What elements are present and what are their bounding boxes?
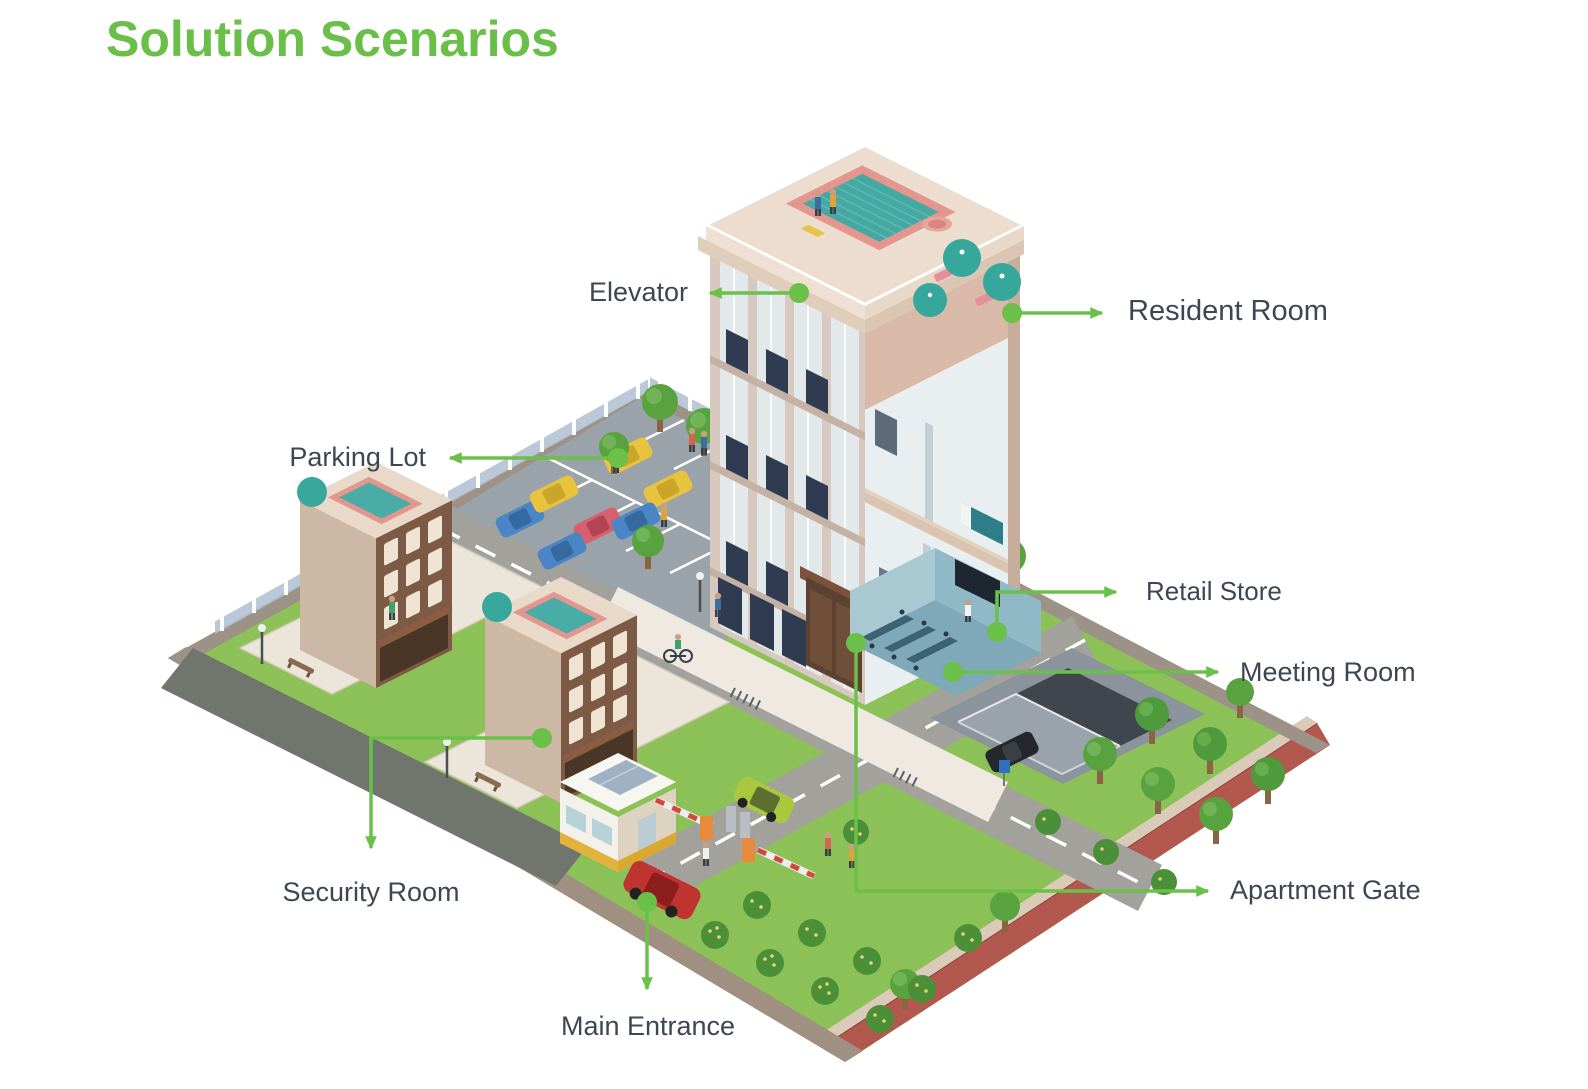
callout-label-elevator: Elevator: [588, 277, 688, 307]
connector-security-room: [365, 728, 552, 850]
callout-label-apartment-gate: Apartment Gate: [1230, 875, 1421, 905]
orchard-bushes: [701, 809, 1177, 1033]
callout-label-meeting-room: Meeting Room: [1240, 657, 1416, 687]
connector-parking-lot: [448, 448, 628, 468]
connector-resident-room: [1002, 303, 1104, 323]
resident-room-wall: [865, 233, 1020, 410]
callout-label-main-entrance: Main Entrance: [560, 1011, 736, 1041]
connector-main-entrance: [637, 892, 657, 991]
callout-label-resident-room: Resident Room: [1128, 295, 1328, 327]
page-title: Solution Scenarios: [106, 11, 559, 67]
people: [388, 427, 856, 868]
rooftop-pool-deck: [709, 147, 1021, 303]
roof-canopy: [297, 477, 327, 507]
connector-apartment-gate: [846, 633, 1210, 897]
parking-sign: [999, 760, 1010, 773]
connector-elevator: [708, 283, 809, 303]
green-minivan: [733, 776, 795, 824]
connector-retail-store: [987, 586, 1118, 642]
rooftop-umbrellas: [913, 239, 1021, 317]
pedestrian-street: [598, 587, 1008, 822]
apartment-tower-1: [297, 462, 453, 688]
underground-parking-ramp: [930, 648, 1205, 786]
apartment-gate-barrier: [654, 796, 816, 880]
trees: [599, 384, 1285, 1033]
bicycle: [663, 634, 693, 663]
solar-panel: [588, 760, 658, 795]
deck-people: [814, 188, 837, 216]
meeting-tables: [862, 615, 958, 663]
presentation-screen: [955, 559, 1000, 607]
roof-canopy: [482, 592, 512, 622]
callout-label-security-room: Security Room: [282, 877, 460, 907]
connector-meeting-room: [943, 662, 1220, 682]
callout-connectors: [365, 283, 1220, 991]
meeting-room-structure: [850, 548, 1041, 696]
callout-label-retail-store: Retail Store: [1146, 576, 1282, 606]
security-booth: [560, 753, 676, 872]
black-suv: [985, 731, 1039, 773]
callout-label-parking-lot: Parking Lot: [289, 442, 426, 472]
